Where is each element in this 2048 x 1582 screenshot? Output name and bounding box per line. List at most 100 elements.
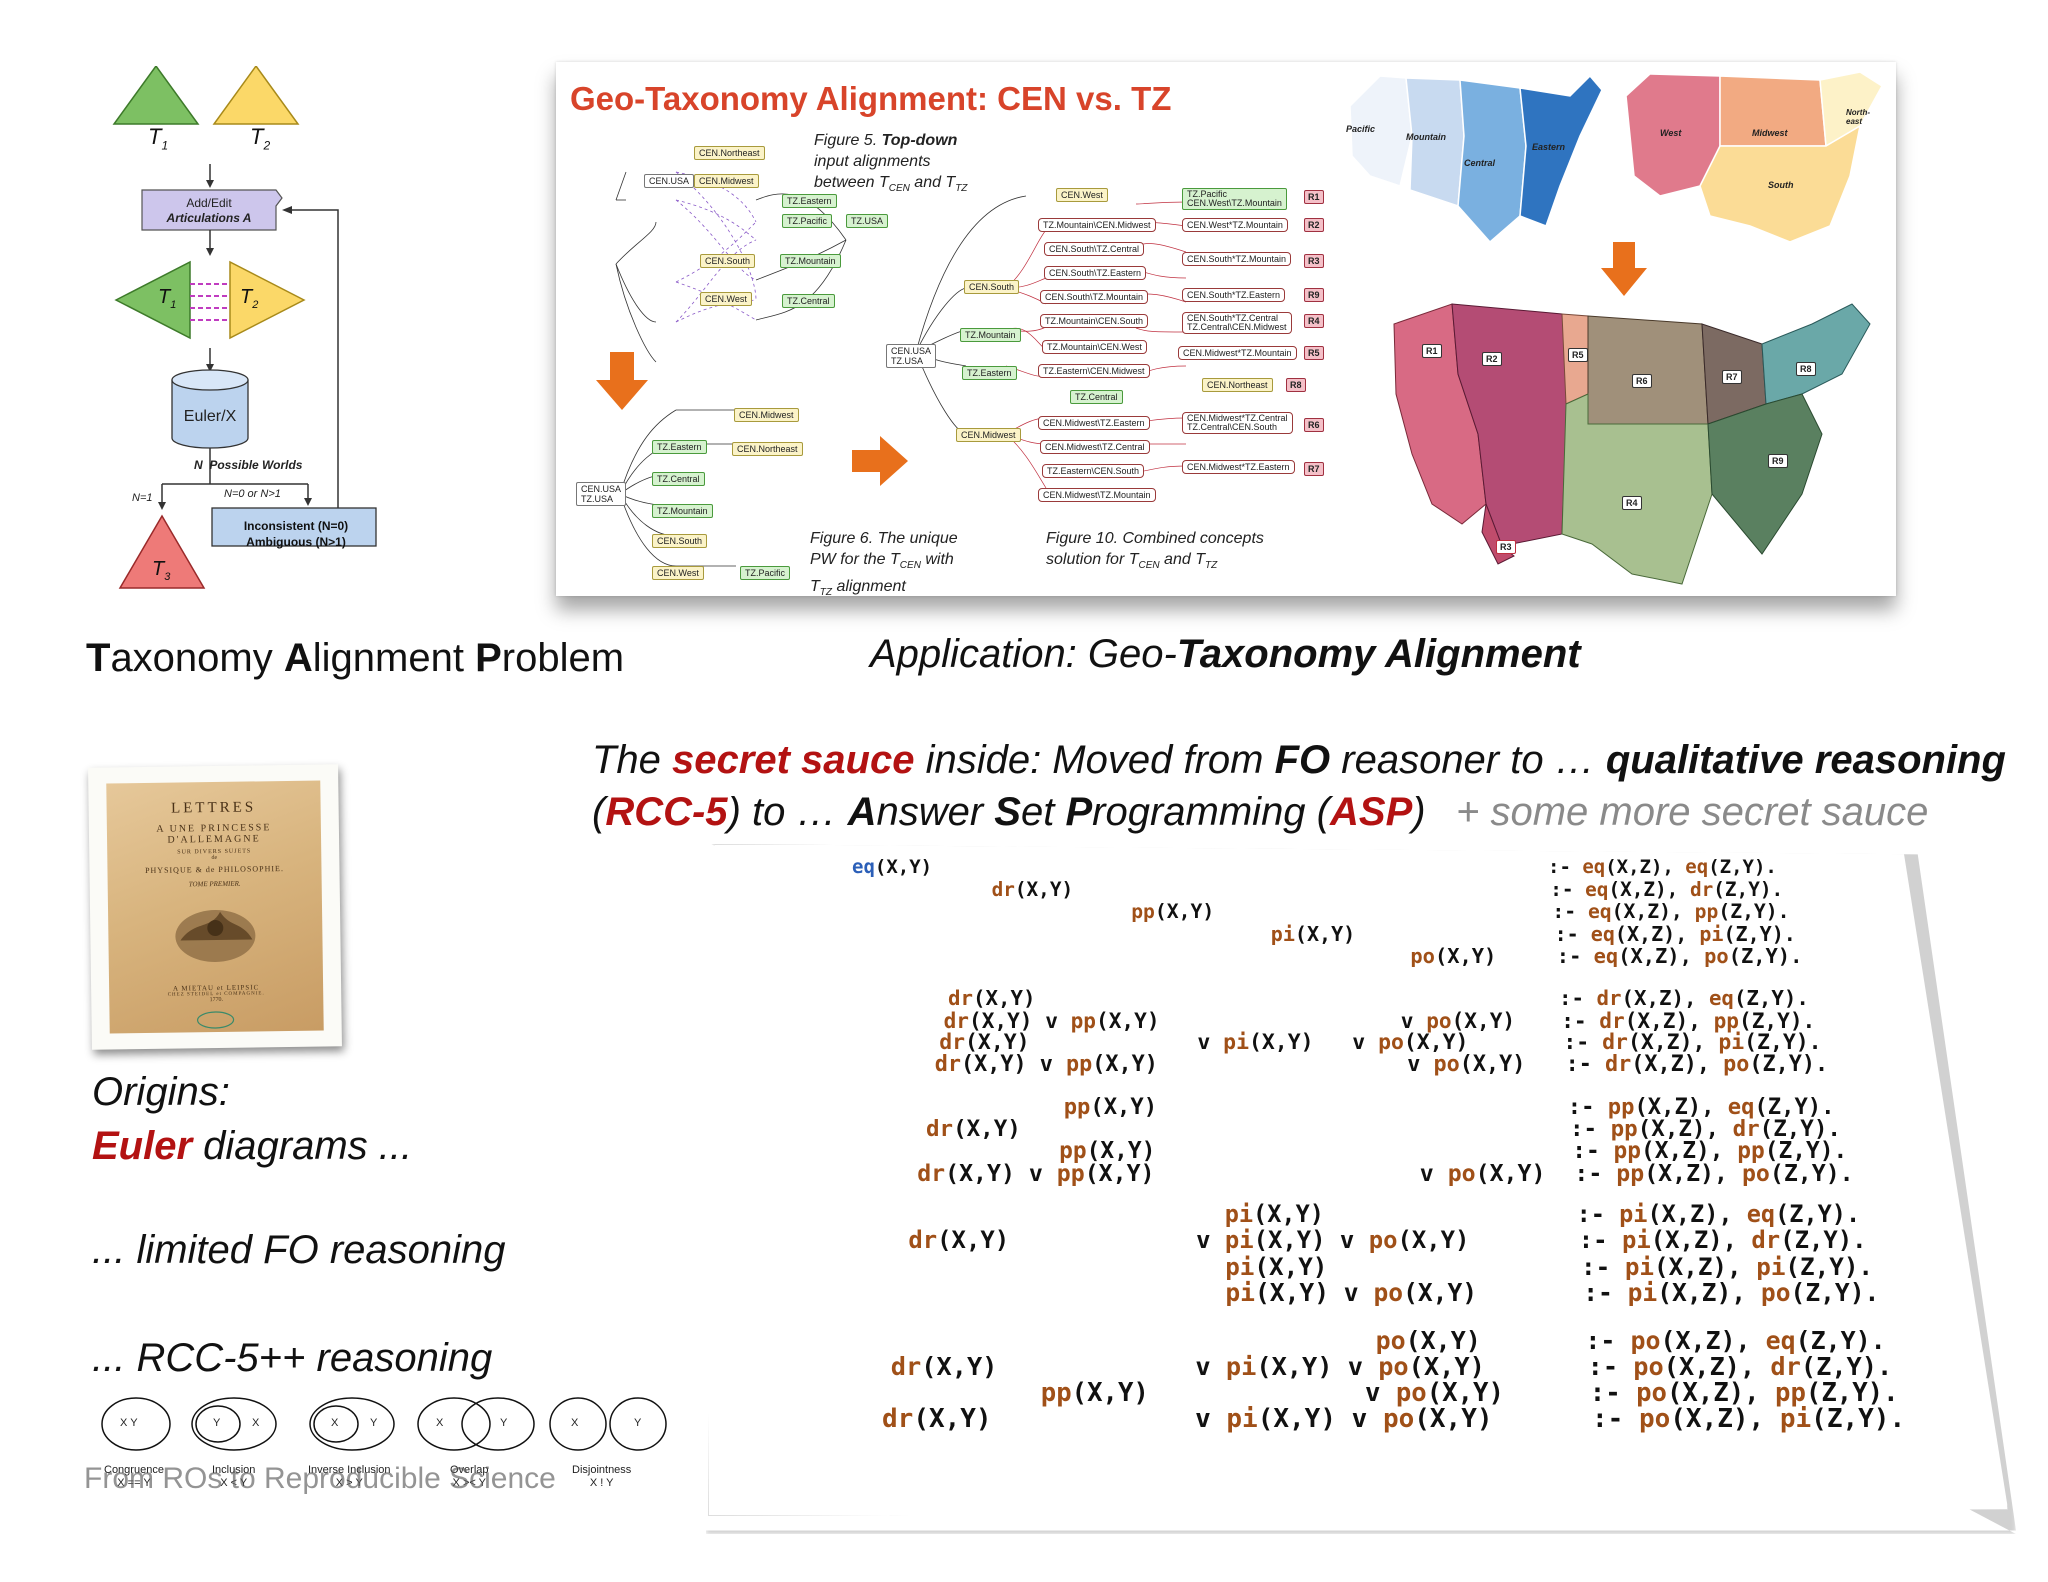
fig6-node-cen-south: CEN.South	[652, 534, 708, 548]
fig10-mid-1: CEN.South\TZ.Central	[1044, 242, 1145, 256]
fig10-badge-r6: R6	[1304, 418, 1324, 432]
asp-rule-head: dr(X,Y) v pi(X,Y) v po(X,Y)	[882, 1404, 1493, 1434]
asp-rule-body: :- po(X,Z), pp(Z,Y).	[1589, 1378, 1899, 1408]
t1-label: T1	[148, 124, 169, 153]
asp-rule-body: :- eq(X,Z), dr(Z,Y).	[1550, 878, 1784, 901]
asp-rule-head: dr(X,Y)	[926, 1116, 1021, 1142]
inclusion-inner-y: Y	[213, 1417, 221, 1429]
overlap-y: Y	[500, 1417, 508, 1429]
asp-rule-head: pp(X,Y)	[1131, 900, 1215, 923]
asp-rule-body: :- dr(X,Z), po(Z,Y).	[1565, 1052, 1829, 1077]
asp-rule-head: po(X,Y)	[1410, 944, 1497, 968]
asp-rule-head: dr(X,Y) v pi(X,Y) v po(X,Y)	[939, 1030, 1469, 1055]
fig5-node-tz-usa: TZ.USA	[846, 214, 889, 228]
orange-down-arrow-left	[596, 352, 648, 410]
fig10-badge-r3: R3	[1304, 254, 1324, 268]
fig5-node-cen-south: CEN.South	[700, 254, 756, 268]
add-edit-articulations-box	[141, 189, 283, 231]
map-region-r9: R9	[1768, 454, 1788, 468]
fig10-badge-r1: R1	[1304, 190, 1324, 204]
book-line-7: TOME PREMIER.	[188, 879, 241, 889]
congruence-ellipse	[101, 1397, 171, 1451]
asp-rule-body: :- pi(X,Z), po(Z,Y).	[1583, 1278, 1880, 1307]
asp-rule-head: pp(X,Y) v po(X,Y)	[1040, 1378, 1504, 1408]
t3-triangle	[118, 514, 206, 589]
asp-rules-panel	[708, 844, 2008, 1516]
fig10-mid-9: CEN.Midwest\TZ.Central	[1040, 440, 1150, 454]
asp-rule-head: dr(X,Y) v pp(X,Y) v po(X,Y)	[934, 1052, 1526, 1077]
fig6-node-tz-mountain: TZ.Mountain	[652, 504, 713, 518]
t2-triangle	[212, 66, 300, 125]
asp-rule-head: dr(X,Y)	[991, 878, 1074, 901]
book-line-6: PHYSIQUE & de PHILOSOPHIE.	[144, 864, 284, 875]
asp-rule-body: :- po(X,Z), eq(Z,Y).	[1585, 1326, 1886, 1355]
fig10-node-tz-eastern: TZ.Eastern	[962, 366, 1017, 380]
map-region-r5: R5	[1568, 348, 1588, 362]
inconsistent-ambiguous-box	[211, 507, 377, 547]
fig10-right-7: CEN.Midwest*TZ.Mountain	[1178, 346, 1297, 360]
geo-slide-title: Geo-Taxonomy Alignment: CEN vs. TZ	[570, 80, 1172, 117]
fig10-mid-2: CEN.South\TZ.Eastern	[1044, 266, 1147, 280]
asp-rule-body: :- po(X,Z), dr(Z,Y).	[1587, 1352, 1893, 1381]
map-region-r8: R8	[1796, 362, 1816, 376]
asp-rule-head: dr(X,Y) v pp(X,Y) v po(X,Y)	[943, 1008, 1516, 1033]
fig10-right-4: CEN.South*TZ.Eastern	[1182, 288, 1286, 302]
t2-side-label: T2	[240, 286, 259, 311]
book-vignette-image	[175, 909, 256, 963]
inverse-inclusion-ellipses	[313, 1405, 359, 1443]
fig6-node-tz-pacific: TZ.Pacific	[740, 566, 791, 580]
asp-rule-body: :- dr(X,Z), eq(Z,Y).	[1559, 986, 1809, 1010]
overlap-ellipses	[461, 1397, 535, 1451]
disjoint-y: Y	[634, 1417, 642, 1429]
fig10-badge-r9: R9	[1304, 288, 1324, 302]
fig5-node-cen-usa: CEN.USA	[644, 174, 695, 188]
combined-region-map	[1393, 303, 1871, 585]
fig10-mid-8: CEN.Midwest\TZ.Eastern	[1038, 416, 1150, 430]
secret-sauce-line2: (RCC-5) to … Answer Set Programming (ASP…	[592, 790, 1426, 834]
asp-rule-body: :- po(X,Z), pi(Z,Y).	[1592, 1404, 1906, 1434]
asp-rule-body: :- pi(X,Z), pi(Z,Y).	[1581, 1252, 1874, 1281]
asp-rule-body: :- pp(X,Z), eq(Z,Y).	[1567, 1094, 1835, 1120]
map2-label-midwest: Midwest	[1752, 128, 1788, 138]
taxonomy-alignment-flow-diagram	[112, 66, 377, 589]
fig10-node-cen-midwest: CEN.Midwest	[956, 428, 1021, 442]
asp-rule-body: :- eq(X,Z), po(Z,Y).	[1556, 944, 1803, 968]
asp-rule-body: :- eq(X,Z), eq(Z,Y).	[1548, 856, 1777, 878]
map2-label-northeast: North-east	[1846, 108, 1870, 126]
fig10-right-8: CEN.Northeast	[1202, 378, 1273, 392]
book-line-1: LETTRES	[170, 799, 257, 817]
fig5-node-cen-midwest: CEN.Midwest	[694, 174, 759, 188]
fig6-node-tz-eastern: TZ.Eastern	[652, 440, 707, 454]
t2-label: T2	[250, 124, 271, 153]
fig5-node-tz-mountain: TZ.Mountain	[780, 254, 841, 268]
fig5-node-cen-west: CEN.West	[700, 292, 752, 306]
congruence-inner-label: X Y	[120, 1417, 138, 1429]
possible-worlds-label: N Possible Worlds	[194, 458, 303, 472]
orange-right-arrow	[852, 436, 908, 486]
euler-x-database	[171, 369, 249, 449]
fig10-mid-11: CEN.Midwest\TZ.Mountain	[1038, 488, 1156, 502]
euler-x-label: Euler/X	[183, 408, 237, 425]
map-region-r4: R4	[1622, 496, 1642, 510]
figure10-caption: Figure 10. Combined concepts solution fo…	[1046, 530, 1264, 572]
t3-label: T3	[152, 558, 171, 583]
inconsistent-ambiguous-text: Inconsistent (N=0) Ambiguous (N>1)	[243, 519, 349, 549]
add-edit-label: Add/Edit Articulations A	[166, 196, 252, 225]
asp-rule-head: po(X,Y)	[1375, 1326, 1481, 1355]
book-line-3: D'ALLEMAGNE	[167, 833, 261, 846]
disjoint-x: X	[571, 1417, 579, 1429]
map2-label-west: West	[1660, 128, 1682, 138]
fig10-right-3: CEN.South*TZ.Mountain	[1182, 252, 1292, 266]
euler-letters-book-image: LETTRES A UNE PRINCESSE D'ALLEMAGNE SUR …	[88, 764, 342, 1050]
map1-label-pacific: Pacific	[1346, 124, 1376, 134]
inverse-outer-y: Y	[370, 1417, 378, 1429]
t2-side-triangle	[229, 260, 306, 340]
library-stamp-icon	[196, 1011, 235, 1029]
map-region-r2: R2	[1482, 352, 1502, 366]
census-region-map	[1625, 71, 1883, 243]
